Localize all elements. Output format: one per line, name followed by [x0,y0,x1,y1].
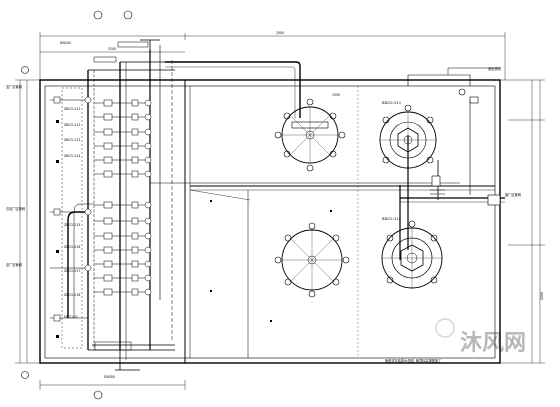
side-note-3: 至厂区管网 [6,262,22,267]
left-label-8: ZBCO-218 [64,293,80,297]
tank-top-right [379,104,437,169]
column-marks [56,120,332,338]
building-walls [39,79,501,364]
booster-pump [431,88,501,206]
mid-dim: 1500 [332,93,340,97]
left-label-5: ZBCO-215 [64,223,80,227]
left-label-2: ZBCO-212 [64,123,80,127]
right-side-dim: 4200 [540,292,544,300]
left-label-3: ZBCO-213 [64,138,80,142]
valve-symbols [53,96,152,322]
left-label-9: FBCO-31 [64,315,78,319]
axis-bubbles [21,10,133,400]
tank-label-1: BDC0-311 [382,100,402,105]
tank-bottom-left [274,222,350,298]
left-top-dim: 3200 [108,47,116,51]
bottom-note: 管道详见给排水总图, 管顶标高按图施工 [385,358,442,363]
left-label-6: ZBCO-216 [64,245,80,249]
left-label-7: ZBCO-217 [64,269,80,273]
side-note-5: DN200 [60,41,71,45]
tank-top-left [274,98,346,172]
top-note: 参见说明 [488,66,501,71]
overall-width-dim: 2500 [276,31,284,35]
labels: 2500 3200 1500 4200 BDC0-311 BDC0-312 ZB… [6,31,544,379]
watermark: 沐风网 [435,318,526,356]
left-label-1: ZBCO-211 [64,107,80,111]
tank-label-2: BDC0-312 [382,216,402,221]
side-note-6: DN300 [104,375,115,379]
pump-valve-array [50,39,175,371]
side-note-4: 接厂区管网 [505,192,521,197]
watermark-text: 沐风网 [460,331,526,356]
dimension-lines [15,32,545,390]
side-note-2: 引自厂区管网 [6,206,25,211]
side-note-1: 至厂区管网 [6,84,22,89]
process-piping [150,61,505,260]
left-label-4: ZBCO-214 [64,154,80,158]
tank-bottom-right [381,220,443,289]
